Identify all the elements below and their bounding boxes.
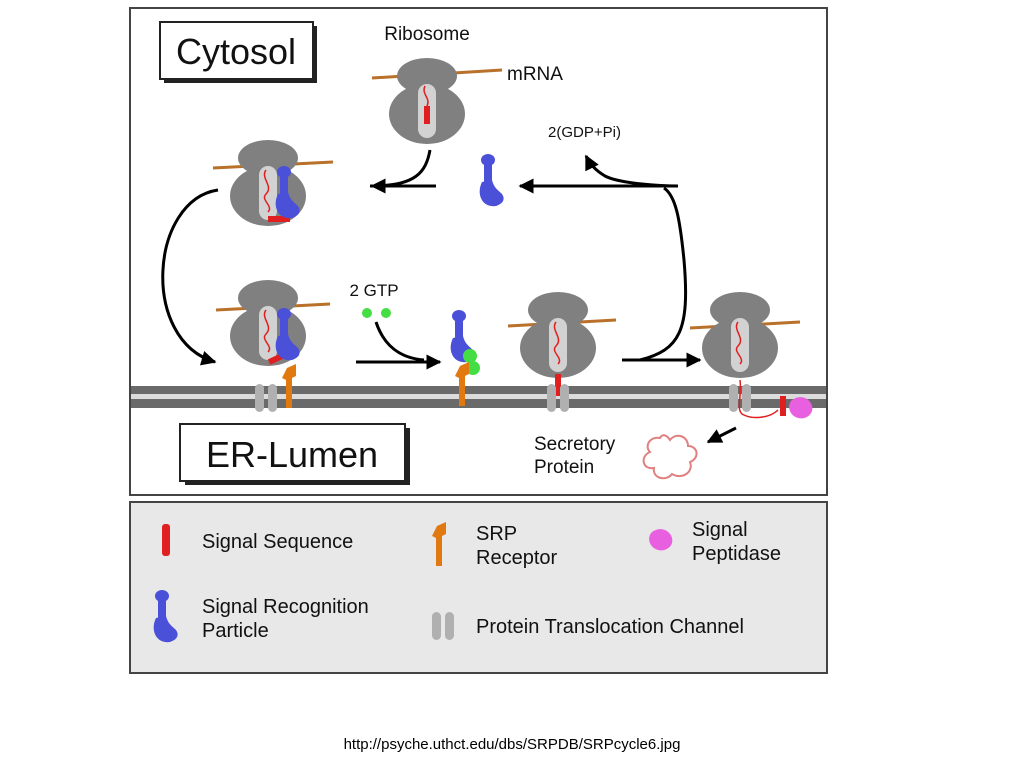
cleaved-signal-sequence <box>780 396 786 416</box>
nascent-chain <box>738 379 779 419</box>
ribosome-srp-complex <box>212 140 334 226</box>
ribosome-docked-srp <box>215 280 331 366</box>
ribosome-label: Ribosome <box>384 24 470 45</box>
legend-srp-line2: Particle <box>202 620 269 642</box>
er-lumen-label-box: ER-Lumen <box>179 423 410 485</box>
legend-channel: Protein Translocation Channel <box>476 616 744 638</box>
srp-receptor-gtp-complex <box>450 310 480 406</box>
secretory-protein-shape <box>642 434 698 480</box>
legend-srp-line1: Signal Recognition <box>202 596 369 618</box>
translocating-ribosome <box>507 292 617 396</box>
cleaving-ribosome <box>689 292 801 378</box>
signal-peptidase-in-membrane <box>789 397 813 419</box>
gtp-dot-1 <box>362 308 372 318</box>
cycle-arrows <box>161 149 737 444</box>
secretory-label-1: Secretory <box>534 434 616 455</box>
legend-panel <box>129 501 828 674</box>
mrna-label: mRNA <box>507 64 563 85</box>
gtp-dot-2 <box>381 308 391 318</box>
legend-receptor-line2: Receptor <box>476 547 557 569</box>
cytosol-label-box: Cytosol <box>159 21 317 83</box>
gtp-label: 2 GTP <box>349 281 398 300</box>
legend-peptidase-icon <box>649 529 673 551</box>
legend-peptidase-line2: Peptidase <box>692 543 781 565</box>
diagram-panel <box>129 7 828 496</box>
legend-signal-sequence-icon <box>162 524 170 556</box>
er-membrane <box>131 386 826 408</box>
cytosol-label: Cytosol <box>176 31 296 72</box>
legend-signal-sequence: Signal Sequence <box>202 531 353 553</box>
secretory-label-2: Protein <box>534 457 594 478</box>
legend-receptor-line1: SRP <box>476 523 517 545</box>
source-url: http://psyche.uthct.edu/dbs/SRPDB/SRPcyc… <box>343 736 681 753</box>
er-lumen-label: ER-Lumen <box>206 434 378 475</box>
legend-peptidase-line1: Signal <box>692 519 748 541</box>
free-ribosome <box>371 58 503 144</box>
gdp-label: 2(GDP+Pi) <box>548 124 621 141</box>
